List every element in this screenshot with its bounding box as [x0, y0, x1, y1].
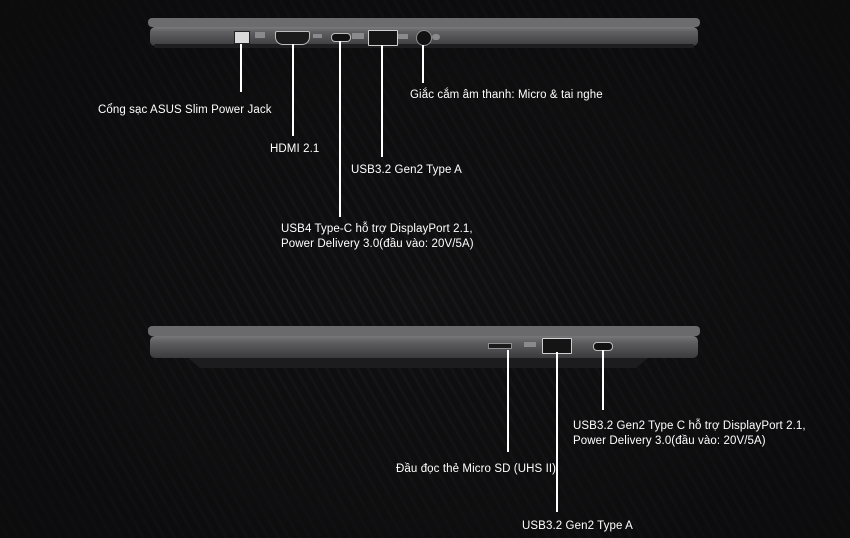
usb-ss-icon — [398, 34, 408, 39]
leader-usb4 — [339, 41, 341, 217]
leader-power-jack — [240, 44, 242, 92]
label-hdmi: HDMI 2.1 — [270, 143, 320, 155]
usb4-type-c-port — [331, 33, 351, 42]
leader-sd-reader — [507, 350, 509, 452]
headphone-icon — [432, 34, 440, 40]
label-audio: Giắc cắm âm thanh: Micro & tai nghe — [410, 89, 603, 101]
label-usb4-line1: USB4 Type-C hỗ trợ DisplayPort 2.1, — [281, 223, 473, 235]
leader-usb-c-right — [602, 350, 604, 410]
leader-hdmi — [292, 44, 294, 136]
label-usb4-line2: Power Delivery 3.0(đầu vào: 20V/5A) — [281, 238, 474, 250]
label-usb-a-right: USB3.2 Gen2 Type A — [522, 520, 633, 532]
audio-jack-port — [416, 30, 432, 46]
label-usb-c-line2: Power Delivery 3.0(đầu vào: 20V/5A) — [573, 435, 766, 447]
power-jack-port — [234, 31, 250, 44]
leader-usb-a-left — [381, 45, 383, 157]
hdmi-icon — [313, 34, 322, 38]
label-power-jack: Cổng sạc ASUS Slim Power Jack — [98, 104, 272, 116]
usb-ss-icon-right — [524, 342, 536, 347]
usb-a-port — [368, 30, 398, 46]
laptop-right-side-view — [148, 324, 700, 370]
micro-sd-slot — [488, 343, 512, 349]
label-usb-a-left: USB3.2 Gen2 Type A — [351, 164, 462, 176]
leader-audio — [422, 45, 424, 83]
hdmi-port — [275, 31, 310, 45]
leader-usb-a-right — [556, 352, 558, 512]
label-usb-c-line1: USB3.2 Gen2 Type C hỗ trợ DisplayPort 2.… — [573, 420, 806, 432]
label-sd-reader: Đầu đọc thẻ Micro SD (UHS II) — [396, 463, 557, 475]
power-jack-icon — [255, 32, 265, 38]
thunderbolt-icon — [352, 33, 364, 39]
